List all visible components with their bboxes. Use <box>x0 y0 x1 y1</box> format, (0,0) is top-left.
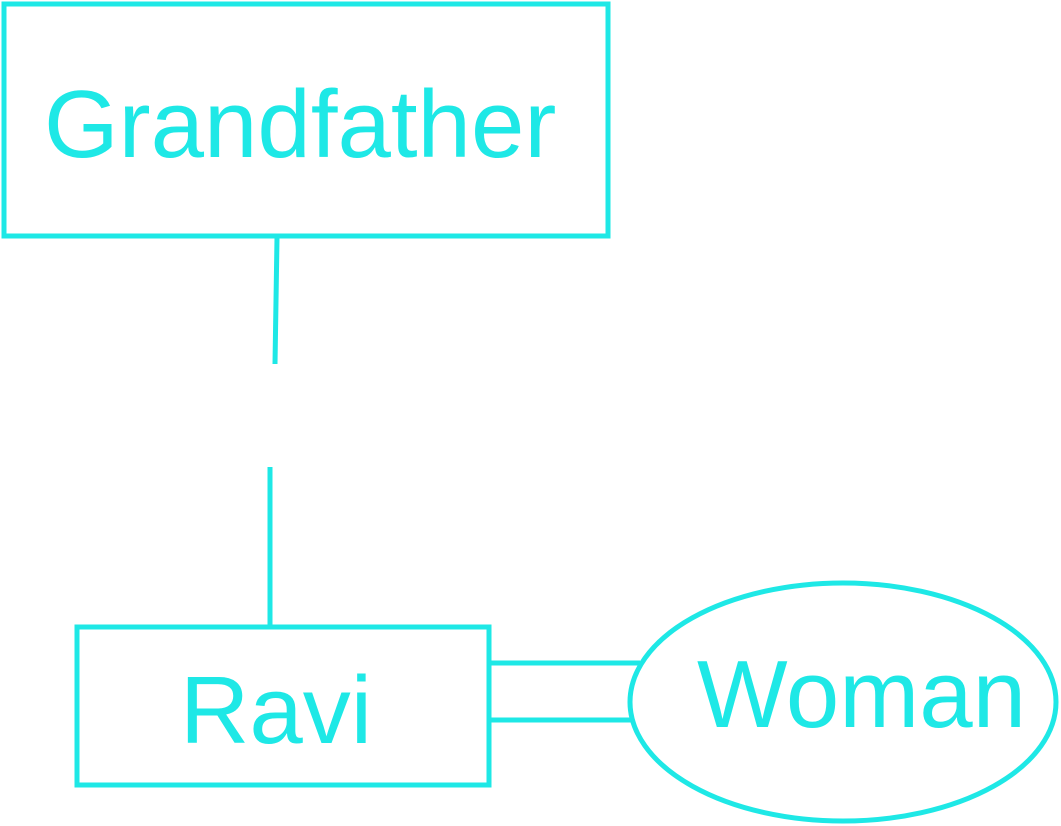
edge-grandfather-ravi <box>267 237 280 626</box>
edge-grandfather-ravi-upper <box>272 237 280 365</box>
ravi-label: Ravi <box>180 657 372 764</box>
woman-ellipse <box>627 580 1059 824</box>
node-grandfather: Grandfather <box>1 1 611 239</box>
node-ravi: Ravi <box>74 624 492 788</box>
edge-ravi-woman <box>489 660 640 723</box>
grandfather-label: Grandfather <box>44 71 556 178</box>
node-woman: Woman <box>627 580 1059 824</box>
woman-label: Woman <box>697 641 1026 748</box>
ravi-box <box>74 624 492 788</box>
grandfather-box <box>1 1 611 239</box>
